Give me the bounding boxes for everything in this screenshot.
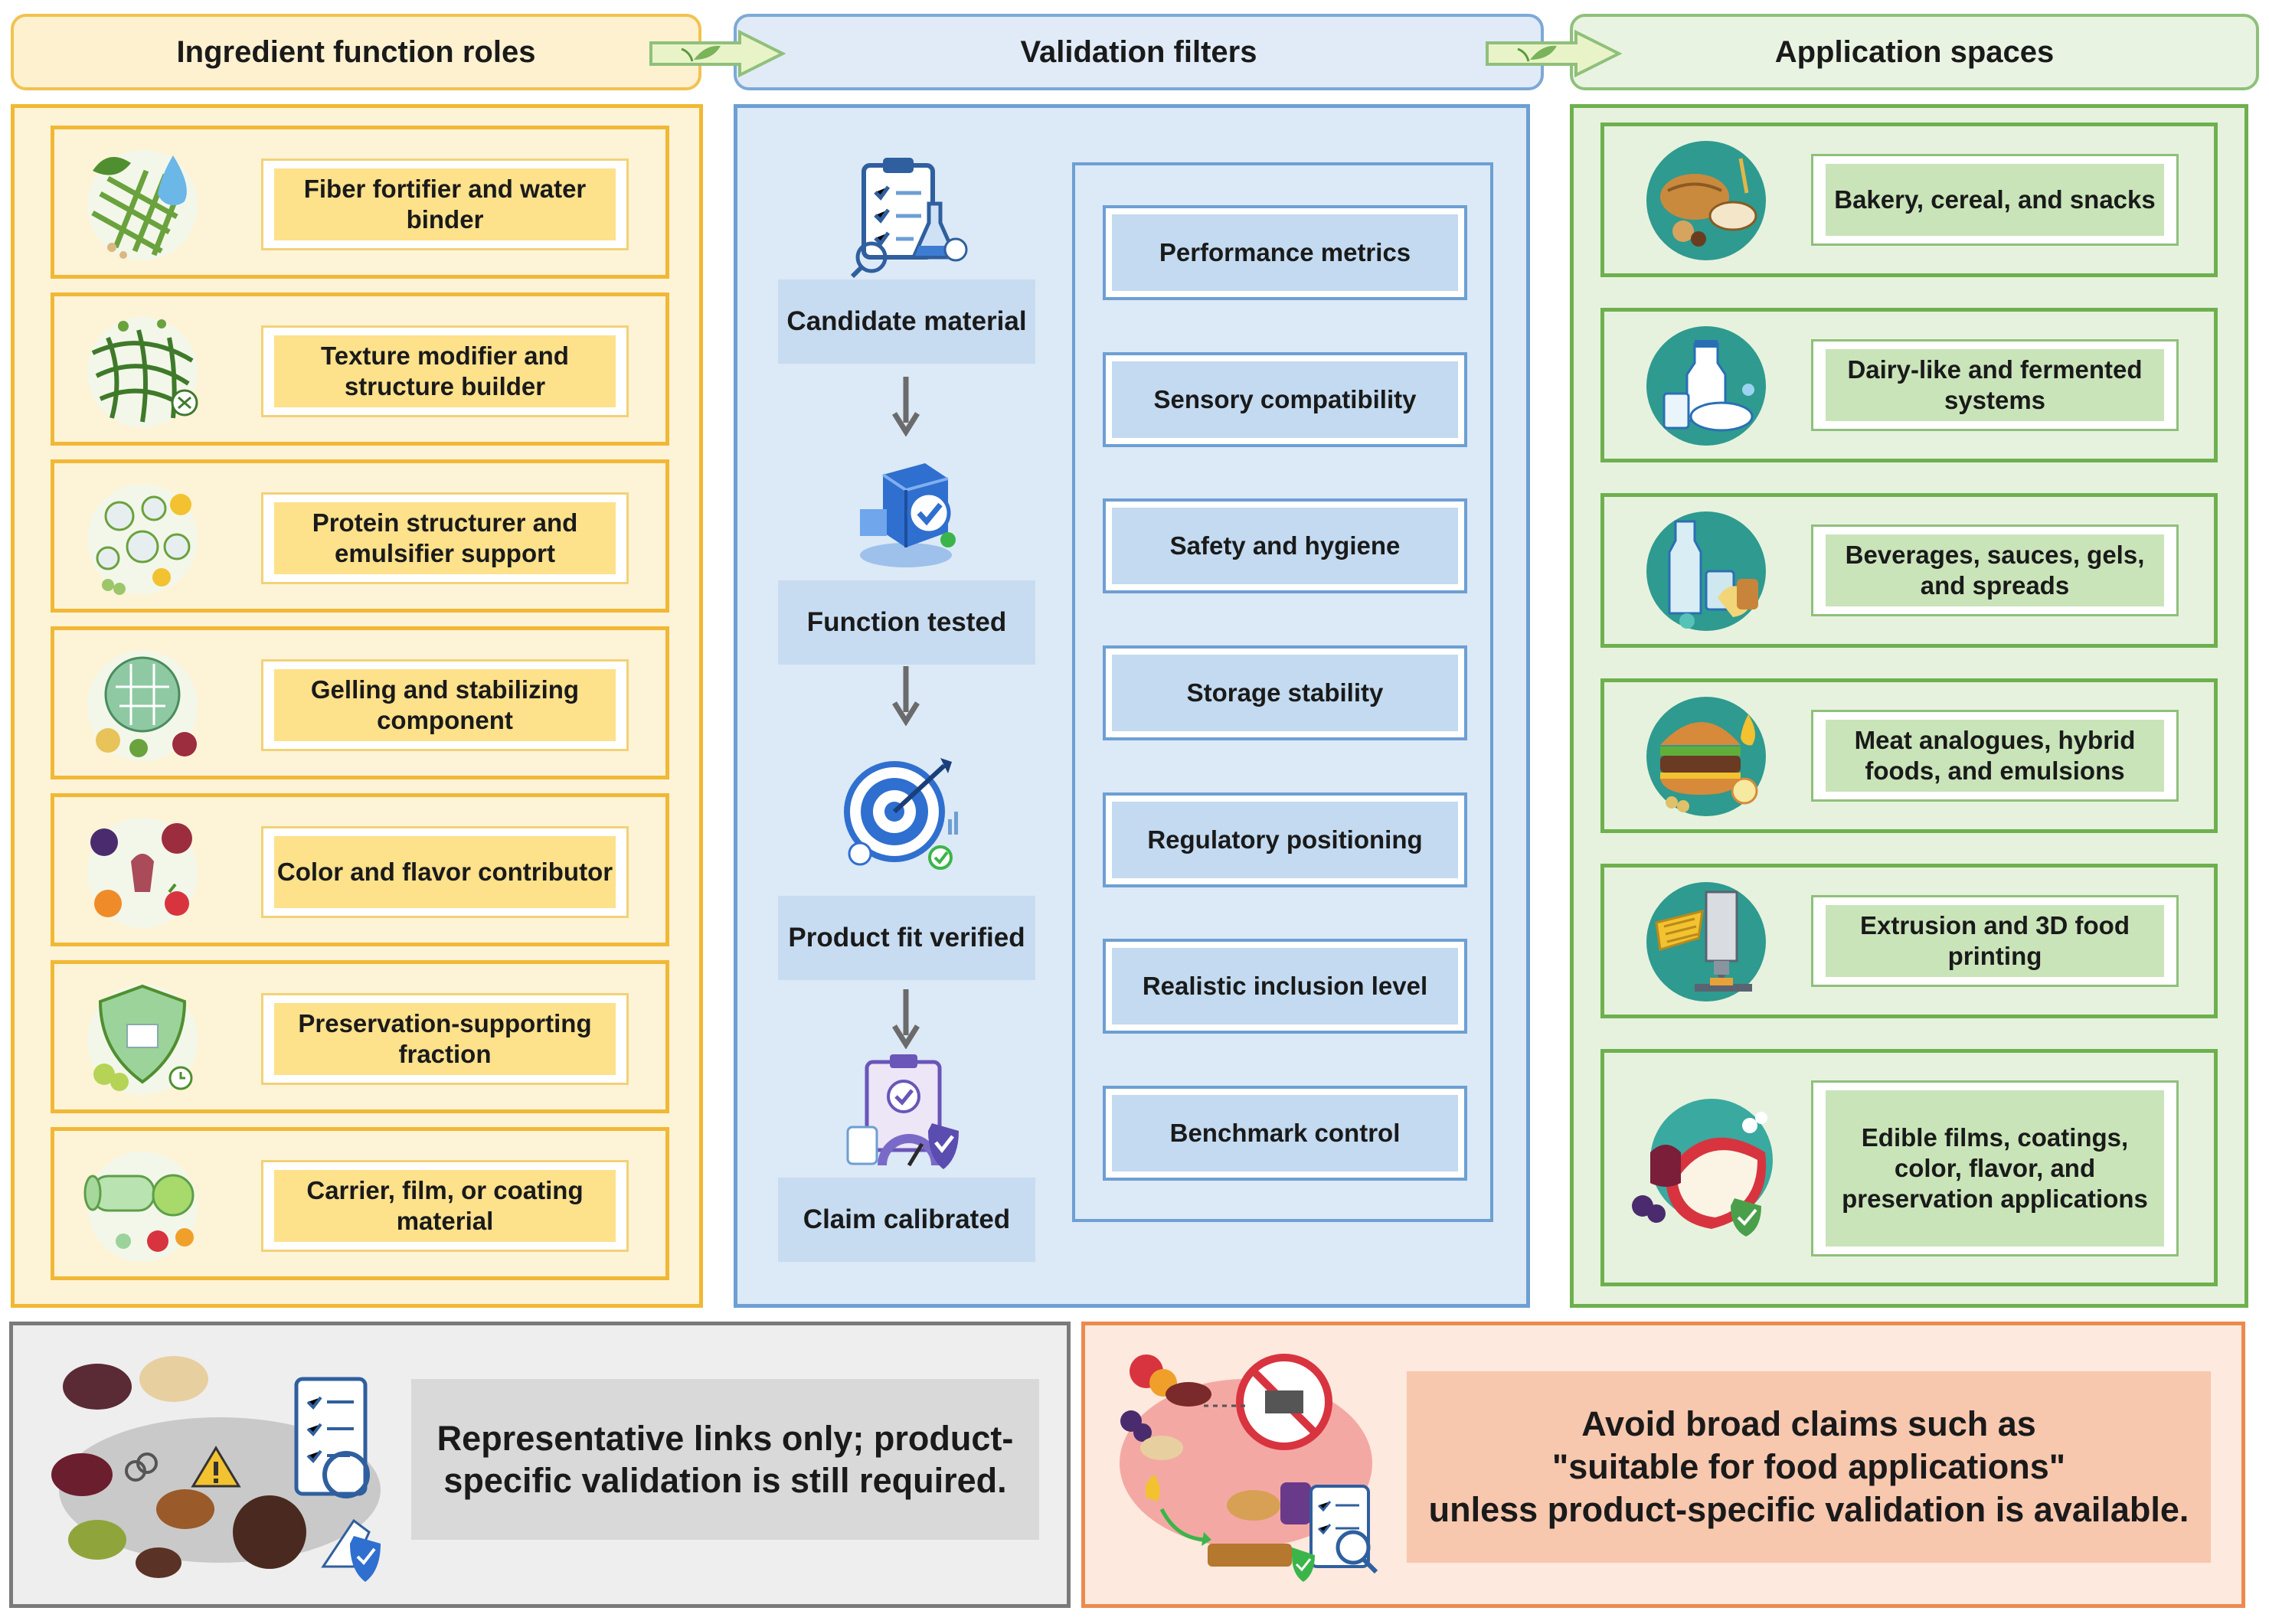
warning-line: unless product-specific validation is av… [1428,1490,2189,1529]
color-flavor-icon [87,818,198,928]
application-label: Extrusion and 3D food printing [1826,905,2164,977]
filter-box: Safety and hygiene [1103,498,1467,593]
gel-stabilizer-icon [87,651,198,761]
filter-box: Storage stability [1103,645,1467,740]
texture-network-icon [87,317,198,427]
warning-text: Avoid broad claims such as "suitable for… [1407,1371,2211,1563]
dairy-icon [1646,326,1766,446]
film-coating-icon [83,1152,198,1262]
filter-label: Performance metrics [1112,214,1458,291]
filter-box: Sensory compatibility [1103,352,1467,447]
flow-arrow-icon [649,29,786,78]
cube-check-icon [860,463,956,567]
filter-box: Realistic inclusion level [1103,939,1467,1034]
role-label: Preservation-supporting fraction [274,1003,616,1075]
warning-box: Avoid broad claims such as "suitable for… [1081,1322,2245,1608]
no-broad-claims-icon [1120,1354,1378,1582]
role-label: Carrier, film, or coating material [274,1170,616,1242]
validation-step-label: Function tested [778,580,1035,665]
role-card: Fiber fortifier and water binder [51,126,669,279]
application-card: Extrusion and 3D food printing [1600,864,2218,1018]
filter-label: Regulatory positioning [1112,802,1458,878]
application-label: Beverages, sauces, gels, and spreads [1826,534,2164,606]
ingredients-validation-icon [51,1356,381,1582]
header-application-spaces: Application spaces [1570,14,2259,90]
validation-step-label: Claim calibrated [778,1178,1035,1262]
role-label: Fiber fortifier and water binder [274,168,616,240]
validation-step-label: Candidate material [778,279,1035,364]
application-label: Edible films, coatings, color, flavor, a… [1826,1090,2164,1247]
header-ingredient-roles: Ingredient function roles [11,14,701,90]
role-label: Gelling and stabilizing component [274,669,616,741]
role-card: Color and flavor contributor [51,793,669,946]
disclaimer-text: Representative links only; product-speci… [411,1379,1039,1540]
down-arrow-icon [892,666,920,726]
application-label: Dairy-like and fermented systems [1826,349,2164,421]
warning-line: "suitable for food applications" [1551,1447,2066,1486]
filter-label: Sensory compatibility [1112,361,1458,438]
filter-label: Benchmark control [1112,1095,1458,1171]
apple-film-icon [1632,1099,1773,1237]
header-validation-filters: Validation filters [734,14,1544,90]
clipboard-flask-icon [850,158,968,279]
target-icon [844,758,958,870]
claim-gauge-icon [846,1054,959,1169]
filter-label: Realistic inclusion level [1112,948,1458,1024]
down-arrow-icon [892,377,920,436]
disclaimer-box: Representative links only; product-speci… [9,1322,1071,1608]
validation-step-label: Product fit verified [778,896,1035,980]
preservation-shield-icon [87,984,198,1095]
application-card: Dairy-like and fermented systems [1600,308,2218,462]
filter-label: Safety and hygiene [1112,508,1458,584]
filter-box: Performance metrics [1103,205,1467,300]
down-arrow-icon [892,989,920,1049]
bakery-icon [1646,141,1766,260]
warning-line: Avoid broad claims such as [1581,1404,2036,1443]
filter-label: Storage stability [1112,655,1458,731]
protein-emulsion-icon [87,484,198,595]
application-card: Beverages, sauces, gels, and spreads [1600,493,2218,648]
application-label: Bakery, cereal, and snacks [1826,164,2164,236]
filter-box: Regulatory positioning [1103,792,1467,887]
role-card: Texture modifier and structure builder [51,292,669,446]
role-label: Protein structurer and emulsifier suppor… [274,502,616,574]
application-card: Edible films, coatings, color, flavor, a… [1600,1049,2218,1286]
beverage-icon [1646,511,1766,631]
fiber-water-icon [87,150,198,260]
application-label: Meat analogues, hybrid foods, and emulsi… [1826,720,2164,792]
role-label: Texture modifier and structure builder [274,335,616,407]
role-card: Gelling and stabilizing component [51,626,669,779]
role-card: Carrier, film, or coating material [51,1127,669,1280]
role-label: Color and flavor contributor [274,836,616,908]
role-card: Preservation-supporting fraction [51,960,669,1113]
filter-box: Benchmark control [1103,1086,1467,1181]
application-card: Meat analogues, hybrid foods, and emulsi… [1600,678,2218,833]
application-card: Bakery, cereal, and snacks [1600,123,2218,277]
role-card: Protein structurer and emulsifier suppor… [51,459,669,613]
flow-arrow-icon [1486,29,1622,78]
burger-icon [1646,697,1766,816]
printer-icon [1646,882,1766,1002]
